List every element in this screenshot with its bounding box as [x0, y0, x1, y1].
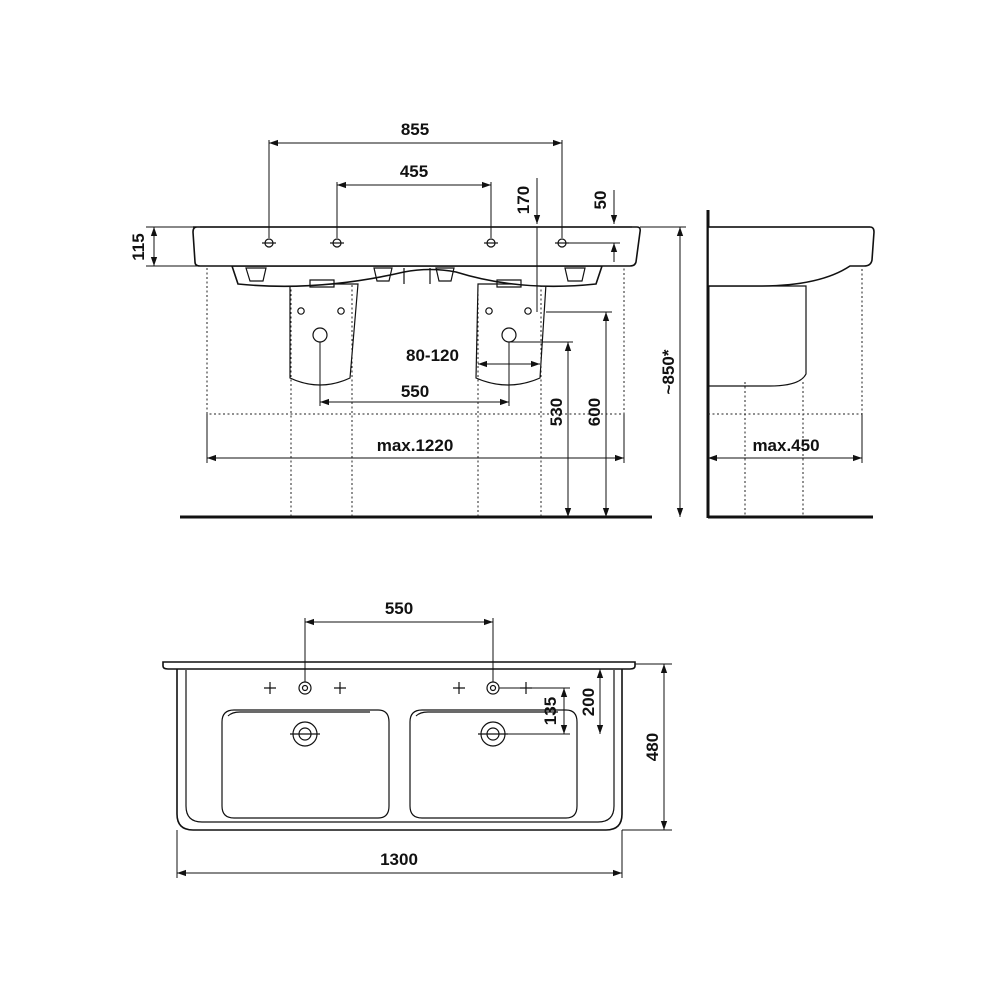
side-cabinet-outline	[708, 266, 863, 415]
front-overflow-right	[496, 279, 522, 288]
front-drain-right	[501, 327, 517, 343]
front-basin-top	[192, 226, 641, 267]
front-cabinet-outline	[206, 268, 625, 415]
dim-170: 170	[514, 186, 533, 214]
dim-550-front: 550	[401, 382, 429, 401]
dim-480: 480	[643, 733, 662, 761]
top-bowl-right	[409, 709, 578, 819]
dim-200: 200	[579, 688, 598, 716]
front-screw	[485, 307, 493, 315]
front-screw	[337, 307, 345, 315]
front-foot	[435, 267, 455, 282]
front-basin-underside	[230, 265, 604, 288]
dim-600: 600	[585, 398, 604, 426]
top-drain-left	[290, 721, 320, 747]
dim-550-top: 550	[385, 599, 413, 618]
top-bowl-right-rim	[415, 711, 558, 717]
front-drain-left	[312, 327, 328, 343]
dim-135: 135	[541, 697, 560, 725]
top-bowl-left-rim	[227, 711, 370, 717]
dim-50: 50	[591, 191, 610, 210]
front-foot	[245, 267, 267, 282]
top-bowl-left	[221, 709, 390, 819]
side-view: max.450	[706, 210, 875, 519]
side-pedestal	[744, 382, 804, 517]
front-siphon-left	[289, 283, 359, 386]
dim-max-1220: max.1220	[377, 436, 454, 455]
side-basin-profile	[707, 226, 875, 287]
top-wall-edge	[162, 661, 636, 670]
dim-855: 855	[401, 120, 429, 139]
dim-455: 455	[400, 162, 428, 181]
dim-1300: 1300	[380, 850, 418, 869]
front-overflow-left	[309, 279, 335, 288]
front-screw	[297, 307, 305, 315]
top-view: 550 135 200 480 1300	[162, 599, 672, 878]
side-siphon	[708, 285, 807, 387]
front-foot	[564, 267, 586, 282]
top-drain-right	[478, 721, 508, 747]
top-inner-rim	[185, 670, 615, 823]
dim-80-120: 80-120	[406, 346, 459, 365]
top-basin-outline	[176, 667, 623, 831]
front-pedestal-left	[290, 285, 353, 517]
dim-530: 530	[547, 398, 566, 426]
front-view: 855 455 170 50 115 80-120 550 max.1	[129, 120, 686, 519]
dim-115: 115	[129, 233, 148, 260]
front-siphon-right	[475, 283, 547, 386]
front-screw	[524, 307, 532, 315]
front-foot	[373, 267, 393, 282]
dim-max-450: max.450	[752, 436, 819, 455]
dim-850: ~850*	[659, 349, 678, 394]
